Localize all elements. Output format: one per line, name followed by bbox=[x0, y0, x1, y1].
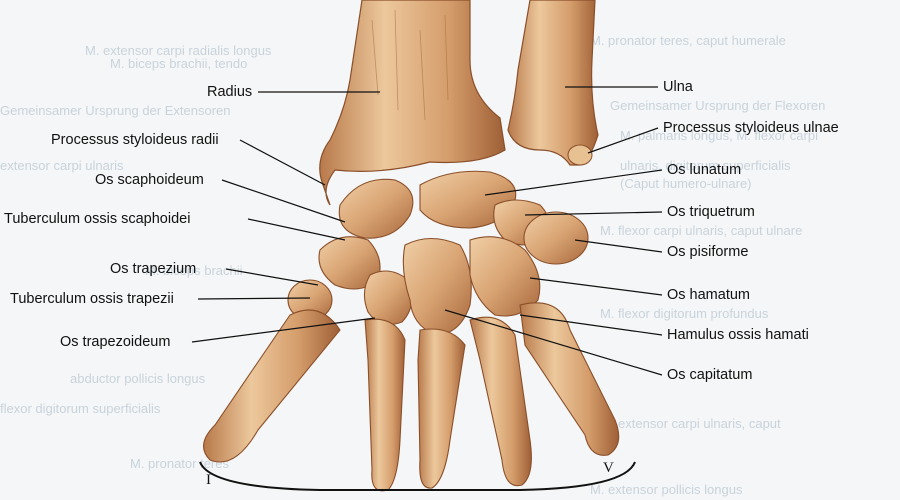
metacarpal-bones bbox=[203, 302, 620, 492]
svg-text:(Caput humero-ulnare): (Caput humero-ulnare) bbox=[620, 176, 752, 191]
svg-text:M. flexor carpi ulnaris, caput: M. flexor carpi ulnaris, caput ulnare bbox=[600, 223, 802, 238]
radius-bone bbox=[319, 0, 506, 206]
svg-text:M. biceps brachii: M. biceps brachii bbox=[145, 263, 243, 278]
svg-text:extensor carpi ulnaris: extensor carpi ulnaris bbox=[0, 158, 124, 173]
svg-text:M. pronator teres: M. pronator teres bbox=[130, 456, 229, 471]
label-os-hamatum: Os hamatum bbox=[667, 287, 750, 303]
label-os-capitatum: Os capitatum bbox=[667, 367, 753, 383]
label-radius: Radius bbox=[207, 84, 253, 100]
svg-text:M. extensor carpi ulnaris, cap: M. extensor carpi ulnaris, caput bbox=[600, 416, 781, 431]
carpal-bones bbox=[287, 170, 589, 336]
label-tuberculum-ossis-trapezii: Tuberculum ossis trapezii bbox=[10, 291, 174, 307]
capitate bbox=[402, 237, 472, 336]
ulna-bone bbox=[507, 0, 599, 166]
svg-text:M. extensor pollicis longus: M. extensor pollicis longus bbox=[590, 482, 743, 497]
label-os-triquetrum: Os triquetrum bbox=[667, 204, 755, 220]
svg-text:M. flexor digitorum profundus: M. flexor digitorum profundus bbox=[600, 306, 769, 321]
svg-text:abductor pollicis longus: abductor pollicis longus bbox=[70, 371, 206, 386]
svg-text:ulnaris, digitorum superficial: ulnaris, digitorum superficialis bbox=[620, 158, 791, 173]
label-os-trapezoideum: Os trapezoideum bbox=[60, 334, 171, 350]
label-tuberculum-ossis-scaphoidei: Tuberculum ossis scaphoidei bbox=[4, 211, 191, 227]
svg-text:flexor digitorum superficialis: flexor digitorum superficialis bbox=[0, 401, 161, 416]
digit-mark-fifth: V bbox=[603, 460, 614, 476]
label-os-lunatum: Os lunatum bbox=[667, 162, 742, 178]
label-ulna: Ulna bbox=[663, 79, 693, 95]
label-os-trapezium: Os trapezium bbox=[110, 261, 197, 277]
label-processus-styloideus-radii: Processus styloideus radii bbox=[51, 132, 219, 148]
pisiform bbox=[523, 211, 589, 265]
svg-text:M. biceps brachii, tendo: M. biceps brachii, tendo bbox=[110, 56, 247, 71]
svg-text:M. palmaris longus, M. flexor: M. palmaris longus, M. flexor carpi bbox=[620, 128, 818, 143]
label-os-pisiforme: Os pisiforme bbox=[667, 244, 749, 260]
trapezoid bbox=[363, 270, 413, 325]
label-os-scaphoideum: Os scaphoideum bbox=[95, 172, 204, 188]
svg-text:M. extensor carpi radialis lon: M. extensor carpi radialis longus bbox=[85, 43, 272, 58]
digit-bracket bbox=[199, 461, 636, 491]
label-hamulus-ossis-hamati: Hamulus ossis hamati bbox=[667, 327, 809, 343]
svg-text:M. pronator teres, caput humer: M. pronator teres, caput humerale bbox=[590, 33, 786, 48]
hamate bbox=[469, 236, 541, 317]
label-processus-styloideus-ulnae: Processus styloideus ulnae bbox=[663, 120, 839, 136]
leader-lines bbox=[191, 86, 663, 376]
digit-mark-first: I bbox=[206, 472, 211, 488]
svg-text:Gemeinsamer Ursprung der Exten: Gemeinsamer Ursprung der Extensoren bbox=[0, 103, 231, 118]
svg-text:Gemeinsamer Ursprung der Flexo: Gemeinsamer Ursprung der Flexoren bbox=[610, 98, 825, 113]
background-text: M. extensor carpi radialis longus M. bic… bbox=[0, 33, 825, 497]
scaphoid bbox=[338, 178, 414, 239]
